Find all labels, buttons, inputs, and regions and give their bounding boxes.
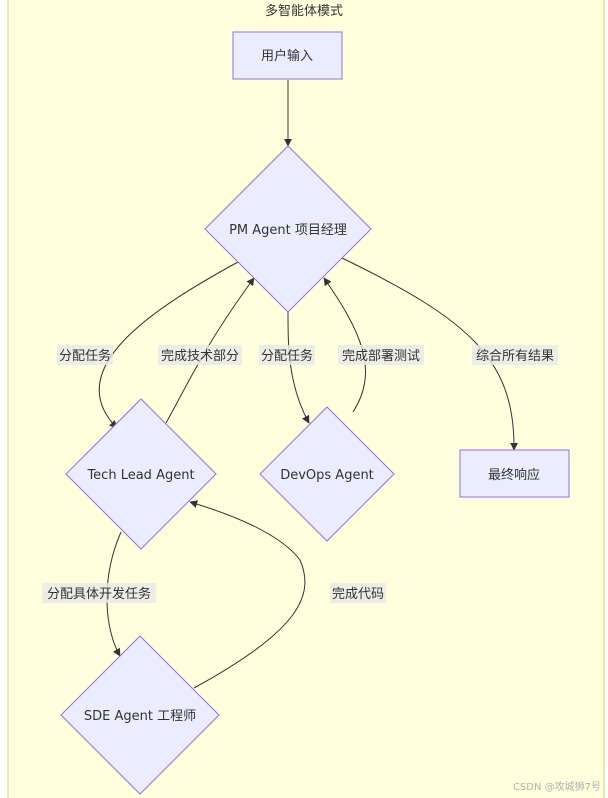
- node-user-input[interactable]: 用户输入: [232, 31, 343, 80]
- edge-pm-to-tech: [98, 261, 239, 429]
- label-devops-to-pm: 完成部署测试: [342, 349, 420, 364]
- label-pm-to-devops: 分配任务: [261, 348, 313, 364]
- node-user-input-label: 用户输入: [261, 48, 313, 64]
- cluster-box: [7, 0, 605, 798]
- label-sde-to-tech: 完成代码: [332, 587, 384, 602]
- label-pm-to-tech: 分配任务: [59, 348, 111, 364]
- node-final-response[interactable]: 最终响应: [459, 449, 570, 498]
- edge-pm-to-devops: [287, 311, 310, 424]
- cluster-title: 多智能体模式: [265, 3, 343, 19]
- label-pm-to-final: 综合所有结果: [476, 349, 554, 364]
- edge-pm-to-final: [341, 257, 519, 451]
- edge-sde-to-tech: [189, 500, 306, 689]
- label-tech-to-pm: 完成技术部分: [161, 349, 239, 364]
- node-tech-lead-label: Tech Lead Agent: [86, 468, 194, 483]
- node-tech-lead[interactable]: Tech Lead Agent: [65, 398, 217, 550]
- node-devops-label: DevOps Agent: [280, 468, 374, 483]
- node-pm-agent[interactable]: PM Agent 项目经理: [204, 145, 372, 313]
- edge-labels: 分配任务 完成技术部分 分配任务 完成部署测试 综合所有结果 分配具体开发任务 …: [42, 345, 558, 603]
- watermark: CSDN @攻城狮7号: [513, 780, 601, 793]
- node-devops[interactable]: DevOps Agent: [259, 406, 395, 542]
- node-final-response-label: 最终响应: [488, 467, 540, 483]
- node-pm-agent-label: PM Agent 项目经理: [229, 223, 347, 238]
- node-sde[interactable]: SDE Agent 工程师: [60, 635, 220, 795]
- node-sde-label: SDE Agent 工程师: [84, 709, 196, 724]
- label-tech-to-sde: 分配具体开发任务: [47, 586, 151, 602]
